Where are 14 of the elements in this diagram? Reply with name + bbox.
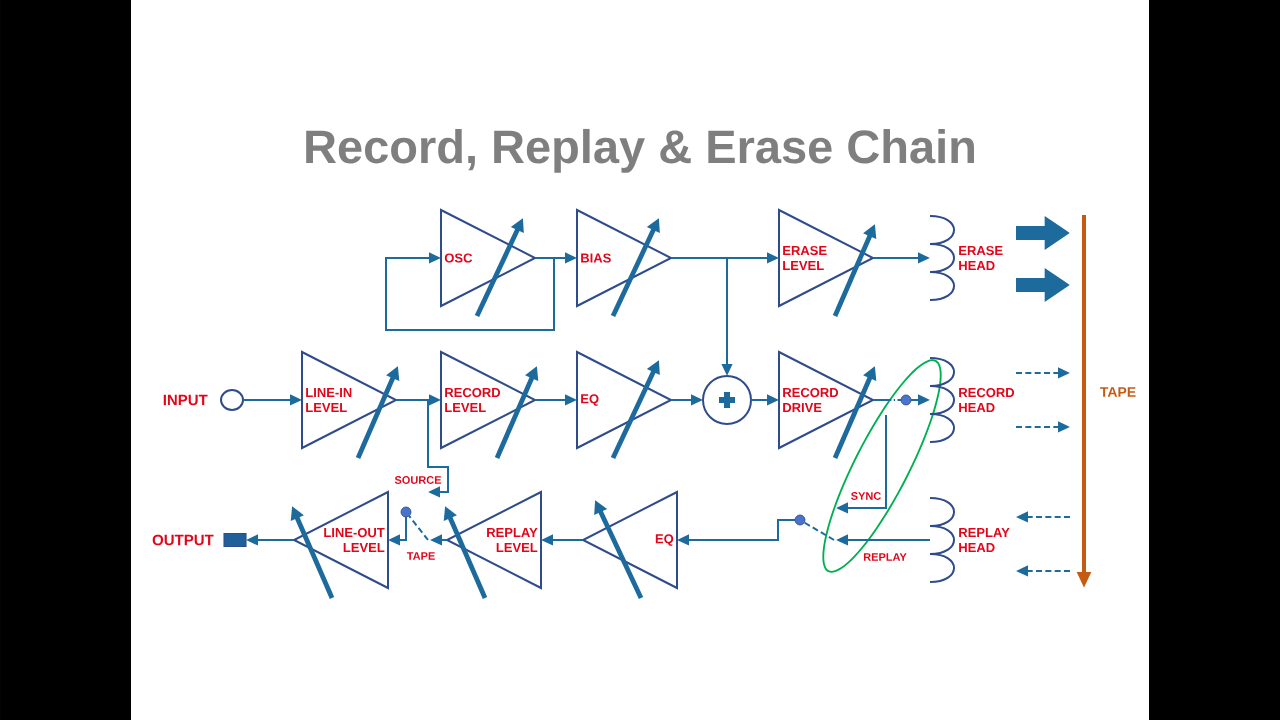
jack-label: INPUT [163,394,208,406]
edge-label: SOURCE [393,474,443,486]
jack-label: OUTPUT [152,534,214,546]
arrow [395,399,449,498]
tape-label: TAPE [1100,387,1136,397]
edge-label: REPLAY [861,551,909,563]
head-label: RECORD HEAD [959,387,1015,413]
head-label: ERASE HEAD [959,245,1003,271]
head-label: REPLAY HEAD [959,528,1010,552]
title: Record, Replay & Erase Chain [306,128,974,173]
arrow [385,252,555,331]
edge-label: SYNC [849,490,883,502]
edge-label: TAPE [405,550,437,562]
connector-line [872,399,887,401]
